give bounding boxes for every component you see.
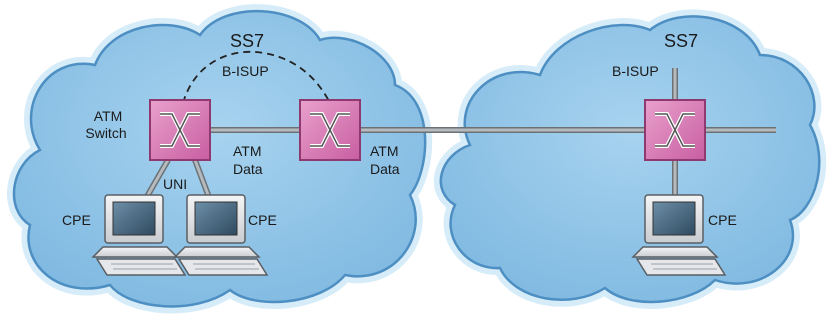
- atm-data-label-2: ATM: [370, 143, 399, 159]
- atm-switch-label: ATM: [94, 108, 123, 124]
- computer-icon: [631, 194, 727, 276]
- atm-switch-icon: [644, 99, 706, 161]
- computer-icon: [91, 194, 187, 276]
- cpe-label-right: CPE: [708, 212, 737, 228]
- atm-switch-label: Switch: [85, 125, 126, 141]
- ss7-label-left: SS7: [230, 31, 264, 51]
- atm-data-label-1: ATM: [233, 143, 262, 159]
- bisup-label-left: B-ISUP: [222, 63, 269, 79]
- atm-data-label-2: Data: [370, 161, 400, 177]
- uni-label: UNI: [163, 176, 187, 192]
- ss7-signaling-link: [182, 50, 331, 104]
- bisup-label-right: B-ISUP: [612, 63, 659, 79]
- computer-icon: [173, 194, 269, 276]
- right-cloud: [433, 9, 827, 309]
- atm-data-label-1: Data: [233, 161, 263, 177]
- cpe-label-left: CPE: [62, 212, 91, 228]
- atm-switch-icon: [149, 99, 211, 161]
- atm-switch-icon: [299, 99, 361, 161]
- cpe-label-middle: CPE: [248, 212, 277, 228]
- ss7-label-right: SS7: [664, 31, 698, 51]
- atm-trunk-links: [142, 68, 776, 205]
